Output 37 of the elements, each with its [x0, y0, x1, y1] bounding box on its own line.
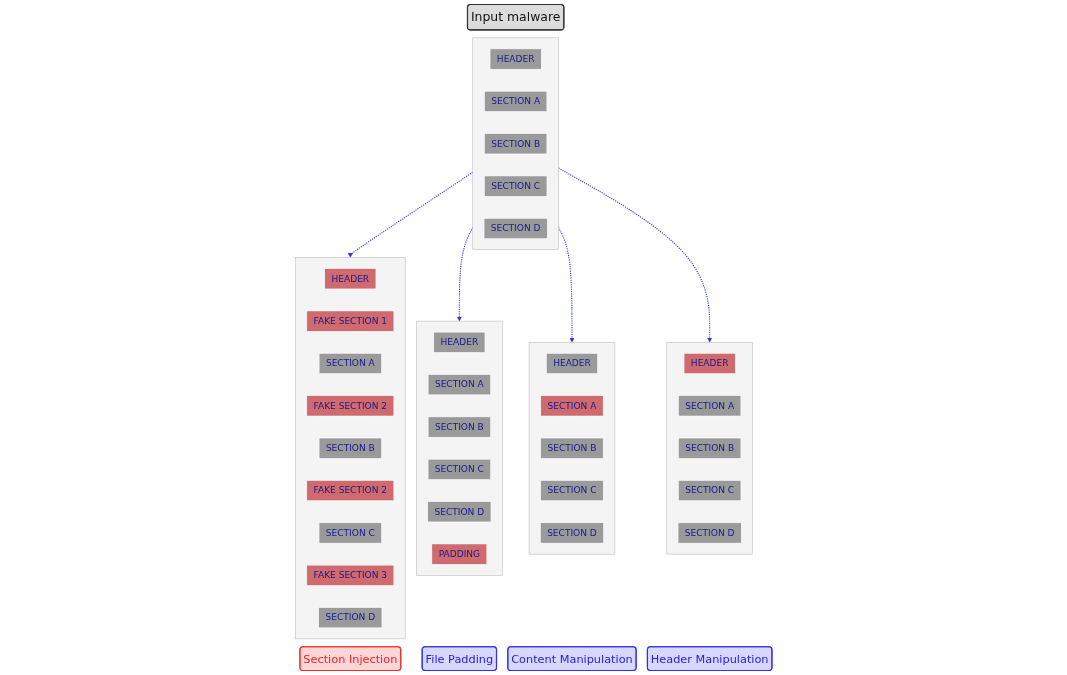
node-box: SECTION D: [483, 218, 548, 239]
node-box: SECTION D: [539, 522, 604, 544]
node-box: HEADER: [683, 353, 736, 374]
node-box: HEADER: [324, 268, 376, 290]
node-box: SECTION C: [677, 480, 741, 501]
node-box: PADDING: [431, 543, 487, 565]
node-box: SECTION A: [318, 353, 382, 374]
node-box: HEADER: [489, 48, 542, 70]
cluster: [295, 257, 406, 640]
node-box: SECTION B: [318, 437, 382, 459]
node-box: FAKE SECTION 3: [306, 564, 394, 586]
node-box: SECTION D: [318, 607, 382, 629]
node-box: SECTION B: [540, 437, 604, 459]
node-box: SECTION A: [483, 90, 547, 112]
node-box: SECTION C: [540, 480, 604, 501]
arrow: [347, 171, 474, 258]
cluster: [472, 37, 559, 250]
node-box: HEADER: [545, 353, 598, 374]
node-box: SECTION A: [540, 395, 604, 417]
node-box: SECTION B: [483, 133, 547, 155]
arrow: [557, 167, 712, 343]
node-box: SECTION B: [677, 437, 741, 459]
node-box: SECTION C: [427, 458, 491, 480]
node-box: HEADER: [433, 331, 485, 353]
cluster: [528, 342, 615, 555]
node-box: SECTION D: [677, 522, 742, 544]
node-box: SECTION A: [427, 374, 491, 396]
cluster: [415, 320, 503, 576]
node-box: FAKE SECTION 2: [306, 395, 394, 417]
node-box: SECTION A: [677, 395, 741, 417]
node-box: SECTION C: [318, 522, 382, 544]
node-box: FAKE SECTION 2: [306, 480, 394, 501]
node-box: SECTION C: [483, 175, 547, 197]
cluster: [666, 342, 753, 555]
node-box: SECTION D: [427, 501, 491, 523]
node-box: FAKE SECTION 1: [306, 310, 394, 332]
node-box: SECTION B: [427, 416, 491, 438]
